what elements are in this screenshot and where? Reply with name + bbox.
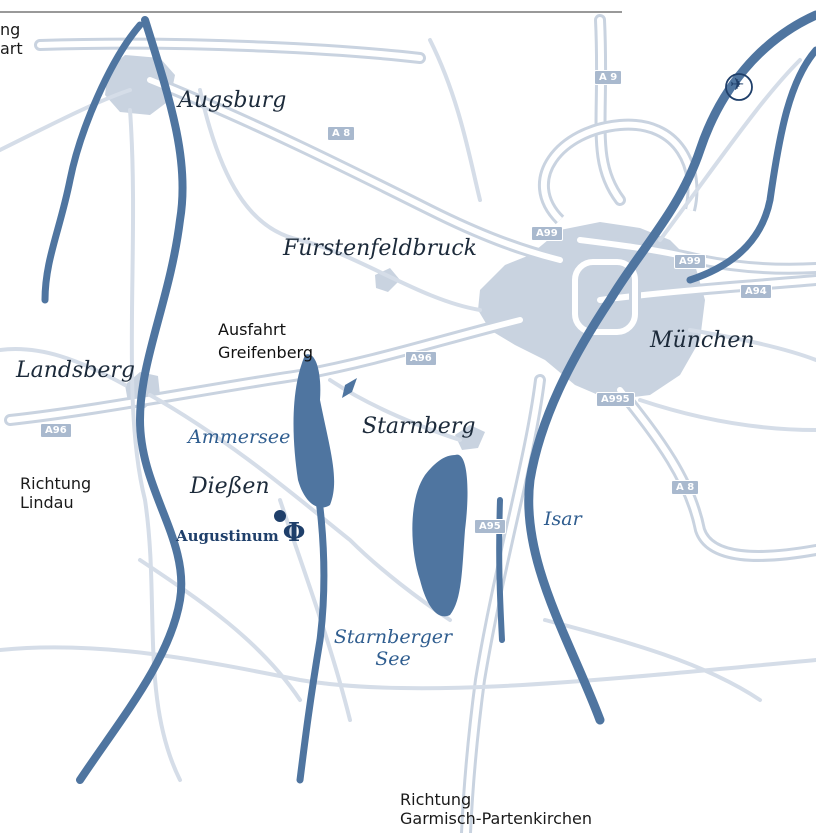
water-label-starnberger-see: Starnberger See — [333, 626, 453, 670]
highway-shield-a94: A94 — [740, 284, 772, 299]
city-label-augsburg: Augsburg — [178, 88, 287, 113]
highway-shield-a96-east: A96 — [405, 351, 437, 366]
ammersee-small-lake — [342, 378, 357, 398]
river-east-upper — [686, 46, 816, 284]
direction-lindau-label: Richtung Lindau — [20, 474, 92, 512]
city-label-muenchen: München — [650, 328, 755, 353]
isar-river — [524, 10, 816, 725]
highway-shield-a9: A 9 — [594, 70, 623, 85]
munich-area — [478, 222, 705, 400]
augustinum-logo-icon: Φ — [282, 518, 306, 548]
highway-shield-a99-east: A99 — [674, 254, 706, 269]
highway-shield-a995: A995 — [596, 392, 635, 407]
starnberg-area — [455, 425, 485, 450]
city-label-diessen: Dießen — [190, 474, 270, 499]
highway-shield-a8-south: A 8 — [671, 480, 700, 495]
highway-shield-a96-west: A96 — [40, 423, 72, 438]
augustinum-label: Augustinum Φ — [176, 518, 305, 548]
direction-garmisch-label: Richtung Garmisch-Partenkirchen — [400, 790, 593, 828]
water-label-isar: Isar — [544, 508, 582, 530]
city-label-landsberg: Landsberg — [16, 358, 135, 383]
highway-shield-a8-north: A 8 — [327, 126, 356, 141]
secondary-roads — [0, 38, 816, 782]
starnberger-see-lake — [412, 454, 468, 617]
augustinum-name: Augustinum — [176, 527, 279, 545]
highway-shield-a95: A95 — [474, 519, 506, 534]
lech-river — [76, 16, 187, 784]
direction-stuttgart-label: ng art — [0, 20, 23, 58]
augustinum-location-dot — [274, 510, 286, 522]
highway-shield-a99-west: A99 — [531, 226, 563, 241]
water-label-ammersee: Ammersee — [188, 426, 291, 448]
river-west-upper — [41, 21, 144, 304]
city-label-starnberg: Starnberg — [362, 414, 476, 439]
exit-greifenberg-label: Ausfahrt Greifenberg — [218, 320, 313, 362]
ammersee-lake — [293, 354, 335, 508]
motorways-fill — [7, 17, 816, 833]
airport-icon: ✈ — [730, 75, 745, 95]
city-label-fuerstenfeldbruck: Fürstenfeldbruck — [283, 236, 477, 261]
airport-circle — [725, 73, 753, 101]
